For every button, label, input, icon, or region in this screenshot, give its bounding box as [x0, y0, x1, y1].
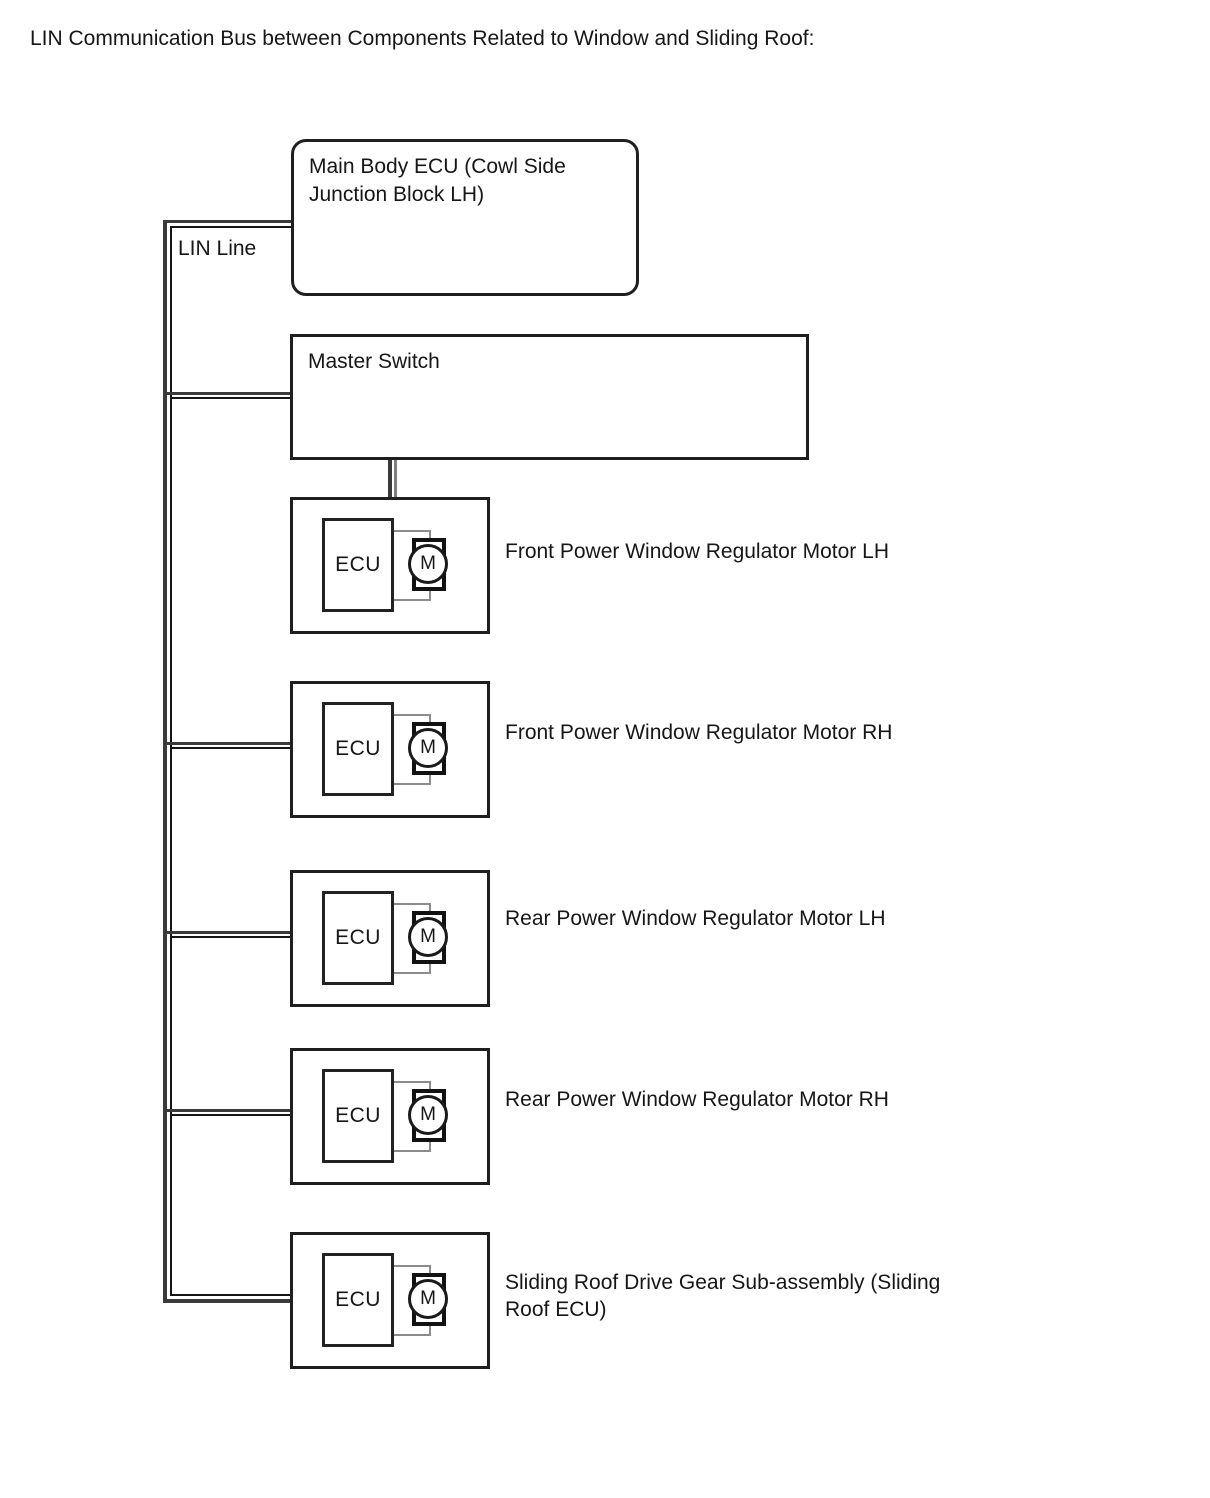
motor-wire [394, 530, 431, 532]
master-switch-label: Master Switch [308, 350, 440, 373]
ecu-box: ECU [322, 702, 394, 796]
branch-main-body-ecu-inner-line [170, 226, 291, 228]
motor-label: M [420, 1104, 436, 1125]
component-box-rear-window-motor-rh: ECU M [290, 1048, 490, 1185]
diagram-title: LIN Communication Bus between Components… [30, 27, 815, 50]
ecu-box: ECU [322, 891, 394, 985]
motor-label: M [420, 737, 436, 758]
component-box-front-window-motor-rh: ECU M [290, 681, 490, 818]
component-box-rear-window-motor-lh: ECU M [290, 870, 490, 1007]
component-box-front-window-motor-lh: ECU M [290, 497, 490, 634]
ecu-box: ECU [322, 1069, 394, 1163]
branch-rear-rh-outer-line [163, 1109, 291, 1112]
branch-rear-lh-outer-line [163, 931, 291, 934]
branch-master-switch-inner-line [170, 397, 291, 399]
motor-icon: M [408, 917, 448, 957]
motor-icon: M [408, 1279, 448, 1319]
ecu-label: ECU [335, 737, 381, 760]
connector-master-to-front-lh-inner-line [394, 460, 397, 497]
lin-bus-vertical-inner-line [170, 226, 172, 1296]
component-label-rear-window-motor-lh: Rear Power Window Regulator Motor LH [505, 907, 886, 930]
ecu-label: ECU [335, 1288, 381, 1311]
motor-wire [394, 1081, 431, 1083]
motor-wire [394, 903, 431, 905]
node-master-switch: Master Switch [290, 334, 809, 460]
motor-wire [394, 599, 431, 601]
component-box-sliding-roof-ecu: ECU M [290, 1232, 490, 1369]
branch-main-body-ecu-outer-line [163, 220, 291, 223]
connector-master-to-front-lh-outer-line [388, 460, 392, 497]
motor-wire [394, 714, 431, 716]
component-label-front-window-motor-rh: Front Power Window Regulator Motor RH [505, 721, 893, 744]
lin-line-label: LIN Line [178, 237, 257, 260]
branch-front-rh-outer-line [163, 742, 291, 745]
main-body-ecu-label: Main Body ECU (Cowl Side Junction Block … [309, 155, 566, 206]
motor-icon: M [408, 544, 448, 584]
branch-rear-lh-inner-line [170, 936, 291, 938]
ecu-label: ECU [335, 1104, 381, 1127]
motor-wire [394, 783, 431, 785]
branch-sliding-roof-outer-line [163, 1299, 291, 1303]
ecu-label: ECU [335, 926, 381, 949]
motor-label: M [420, 926, 436, 947]
branch-master-switch-outer-line [163, 392, 291, 395]
motor-label: M [420, 553, 436, 574]
motor-icon: M [408, 728, 448, 768]
motor-wire [394, 1265, 431, 1267]
component-label-rear-window-motor-rh: Rear Power Window Regulator Motor RH [505, 1088, 889, 1111]
node-main-body-ecu: Main Body ECU (Cowl Side Junction Block … [291, 139, 639, 296]
ecu-label: ECU [335, 553, 381, 576]
branch-rear-rh-inner-line [170, 1114, 291, 1116]
motor-icon: M [408, 1095, 448, 1135]
ecu-box: ECU [322, 1253, 394, 1347]
motor-wire [394, 1334, 431, 1336]
component-label-sliding-roof-ecu: Sliding Roof Drive Gear Sub-assembly (Sl… [505, 1271, 941, 1321]
motor-label: M [420, 1288, 436, 1309]
branch-sliding-roof-inner-line [170, 1294, 291, 1296]
lin-bus-vertical-outer-line [163, 220, 167, 1303]
motor-wire [394, 1150, 431, 1152]
branch-front-rh-inner-line [170, 747, 291, 749]
motor-wire [394, 972, 431, 974]
component-label-front-window-motor-lh: Front Power Window Regulator Motor LH [505, 540, 889, 563]
ecu-box: ECU [322, 518, 394, 612]
